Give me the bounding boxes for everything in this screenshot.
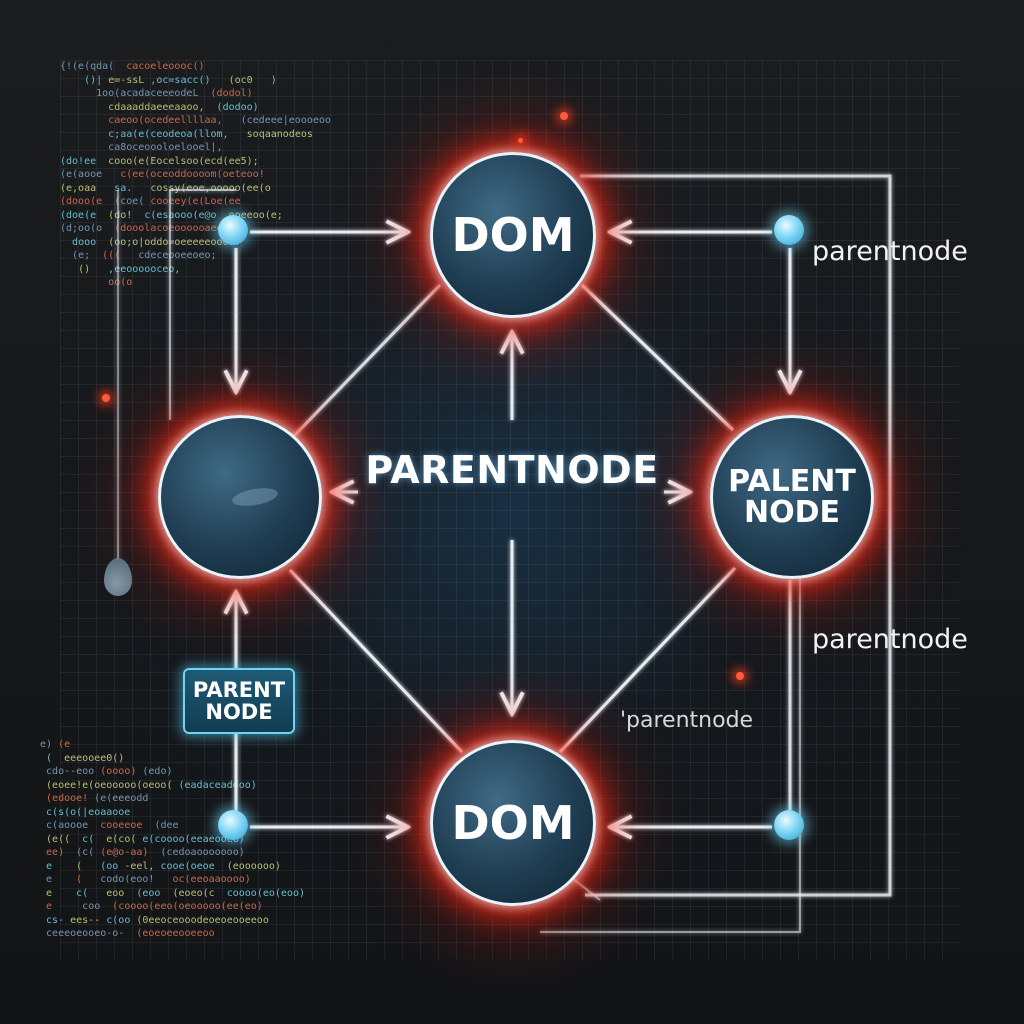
droplet-icon — [104, 558, 132, 596]
edge-top-right — [580, 283, 735, 432]
edge-bottom-right — [558, 566, 737, 754]
code-line: (doe(e (do! c(esaooo(e@o ooeeoo(e; — [60, 209, 283, 221]
code-line: ca8oceoooloelooel|, — [108, 142, 223, 153]
code-snippet-bottom: e) (e ( eeeooee0() cdo--eoo (oooo) (edo)… — [40, 738, 305, 941]
dom-node-top: DOM — [430, 152, 596, 318]
code-line: (d;oo(o (dooolacoeoooooaeeeoo: — [60, 223, 247, 234]
code-line: (edooe! (e(eeeodd — [46, 793, 149, 804]
code-line: e ( (oo -eel, cooe(oeoe (eoooooo) — [46, 860, 281, 872]
dom-node-bottom-label: DOM — [451, 795, 575, 850]
glow-spark — [102, 394, 110, 402]
connector-dot-bottom-left — [218, 810, 248, 840]
code-line: caeoo(ocedeellllaa, (cedeee|eoooeoo — [108, 115, 331, 126]
connector-dot-top-right — [774, 215, 804, 245]
code-line: (do!ee cooo(e(Eocelsoo(ecd(ee5); — [60, 155, 259, 167]
dom-node-bottom: DOM — [430, 740, 596, 906]
code-line: cdo--eoo (oooo) (edo) — [46, 766, 173, 777]
side-label-top: parentnode — [812, 236, 968, 267]
code-line: c(s(o(|eoaaooe — [46, 806, 131, 818]
side-label-middle: parentnode — [812, 624, 968, 655]
code-line: e coo (coooo(eeo(oeooooo(ee(eo) — [46, 901, 263, 912]
side-label-lower: 'parentnode — [620, 708, 754, 733]
code-line: (e; ((( cdeceooeeoeo; — [72, 250, 217, 261]
code-line: c;aa(e(ceodeoa(llom, soqaanodeos — [108, 128, 313, 140]
bottom-tail — [571, 877, 601, 901]
code-line: cs- ees-- c(oo (0eeoceooodeoeoeooeeoo — [46, 914, 269, 926]
glow-spark — [736, 672, 744, 680]
code-line: (e,oaa sa. cossy(eoe,ooooo(ee(o — [60, 182, 271, 194]
code-line: e c( eoo (eoo (eoeo(c coooo(eo(eoo) — [46, 887, 305, 899]
glow-spark — [560, 112, 568, 120]
node-left — [158, 415, 322, 579]
code-line: cdaaaddaeeeaaoo, (dodoo) — [108, 101, 259, 113]
code-snippet-top: {!(e(qda( cacoeleoooc() ()| e=-ssL ,oc=s… — [60, 60, 331, 290]
code-line: (e(aooe c(ee(oceoddoooom(oeteoo! — [60, 169, 265, 180]
code-line: () ,eeoooooceo, — [78, 263, 181, 275]
parent-node-right-label: PALENT NODE — [728, 463, 856, 530]
node-left-highlight — [230, 485, 280, 509]
frame-line-right — [580, 174, 892, 897]
code-line: ceeeoeooeo-o- (eoeoeeooeeoo — [46, 928, 215, 939]
dom-node-top-label: DOM — [451, 207, 575, 262]
code-line: (e(( c( e(co( e(coooo(eeaeooeo) — [46, 833, 245, 845]
edge-bottom-left — [288, 568, 464, 754]
code-line: ()| e=-ssL ,oc=sacc() (oc0 ) — [84, 74, 277, 86]
connector-dot-top-left — [218, 215, 248, 245]
code-line: e ( codo(eoo! oc(eeoaaoooo) — [46, 874, 251, 885]
connector-dot-bottom-right — [774, 810, 804, 840]
code-line: dooo (oo;o|oddo=oeeeeeoood! — [72, 236, 241, 248]
parent-node-right: PALENT NODE — [710, 415, 874, 579]
code-line: (eoee!e(oeooooo(oeoo( (eadaceaddoo) — [46, 779, 257, 791]
code-line: oo(o — [108, 277, 133, 288]
code-line: e) (e — [40, 739, 71, 750]
code-line: ( eeeooee0() — [46, 752, 125, 764]
parent-node-box: PARENT NODE — [183, 668, 295, 734]
code-line: {!(e(qda( cacoeleoooc() — [60, 61, 205, 72]
frame-line-bottom-left — [540, 575, 801, 933]
code-line: 1oo(acadaceeeodeL (dodol) — [96, 88, 253, 99]
frame-line-left — [169, 189, 236, 420]
code-line: ee) (c( (e@o-aa) (cedoaooooooo) — [46, 847, 245, 858]
code-line: (dooo(e (coe( cooeey(e(Loe(ee — [60, 196, 241, 207]
edge-top-left — [290, 283, 442, 440]
code-line: c(aoooe cooeeoe (dee — [46, 820, 179, 831]
parent-node-box-label: PARENT NODE — [192, 677, 286, 724]
center-label: PARENTNODE — [365, 448, 659, 492]
glow-spark — [518, 138, 523, 143]
